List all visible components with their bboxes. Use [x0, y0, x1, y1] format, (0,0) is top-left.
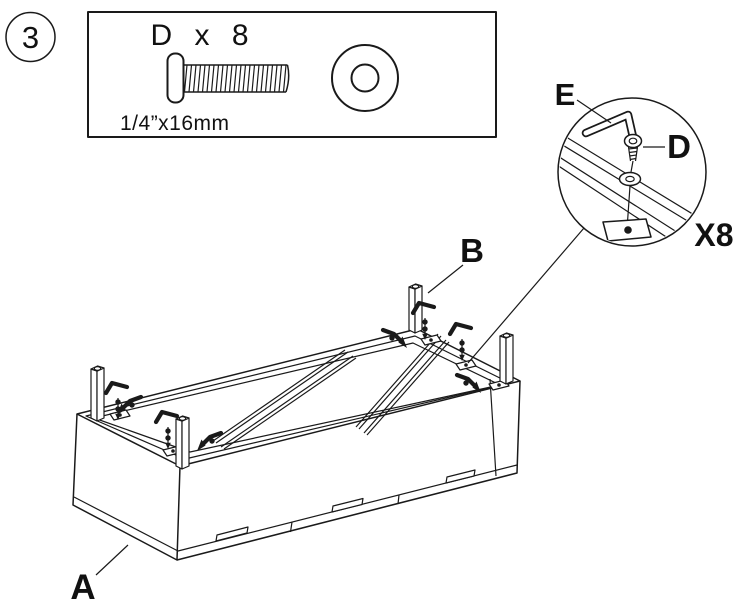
- parts-box-border: [87, 11, 497, 138]
- detail-callout: E D X8: [467, 77, 734, 364]
- leg-label: B: [460, 232, 484, 269]
- screw-dimension: 1/4”x16mm: [120, 112, 230, 135]
- part-labels: B A: [70, 232, 484, 607]
- frame-inner-edge: [85, 335, 511, 460]
- screw-label: D: [667, 128, 691, 165]
- allen-key-icon: [581, 110, 638, 142]
- callout-leader-line: [467, 227, 585, 364]
- door-seams: [289, 378, 497, 533]
- step-number: 3: [22, 20, 39, 55]
- door-handles: [215, 469, 476, 542]
- callout-content: [559, 110, 705, 245]
- handle-slot: [215, 526, 249, 542]
- step-badge: 3: [5, 11, 56, 63]
- leg-post-front-left: [175, 415, 190, 470]
- tool-label: E: [555, 77, 576, 112]
- quantity-label: X8: [694, 217, 733, 253]
- cross-divider-rails: [212, 333, 450, 450]
- leg-post-back-right: [408, 283, 423, 334]
- handle-slot: [331, 497, 364, 513]
- washer-icon: [618, 171, 642, 187]
- cabinet-label-line: [95, 544, 129, 576]
- parts-box: D x 8 1/4”x16mm: [87, 11, 497, 138]
- screw-icon: [623, 133, 643, 162]
- part-label: D x 8: [150, 19, 255, 52]
- leg-post-front-right: [499, 332, 514, 385]
- cabinet-label: A: [70, 568, 95, 607]
- cabinet-drawing: [72, 283, 521, 561]
- left-end-panel: [72, 413, 181, 561]
- leg-label-line: [427, 264, 464, 294]
- washer-front-view-icon: [331, 44, 399, 112]
- tool-label-line: [576, 99, 612, 124]
- handle-slot: [445, 469, 476, 484]
- mounting-plate-icon: [602, 218, 652, 242]
- plinth-line: [73, 464, 518, 552]
- step-circle: [5, 11, 56, 63]
- leg-post-back-left: [90, 365, 105, 422]
- screw-side-view-icon: [166, 52, 290, 104]
